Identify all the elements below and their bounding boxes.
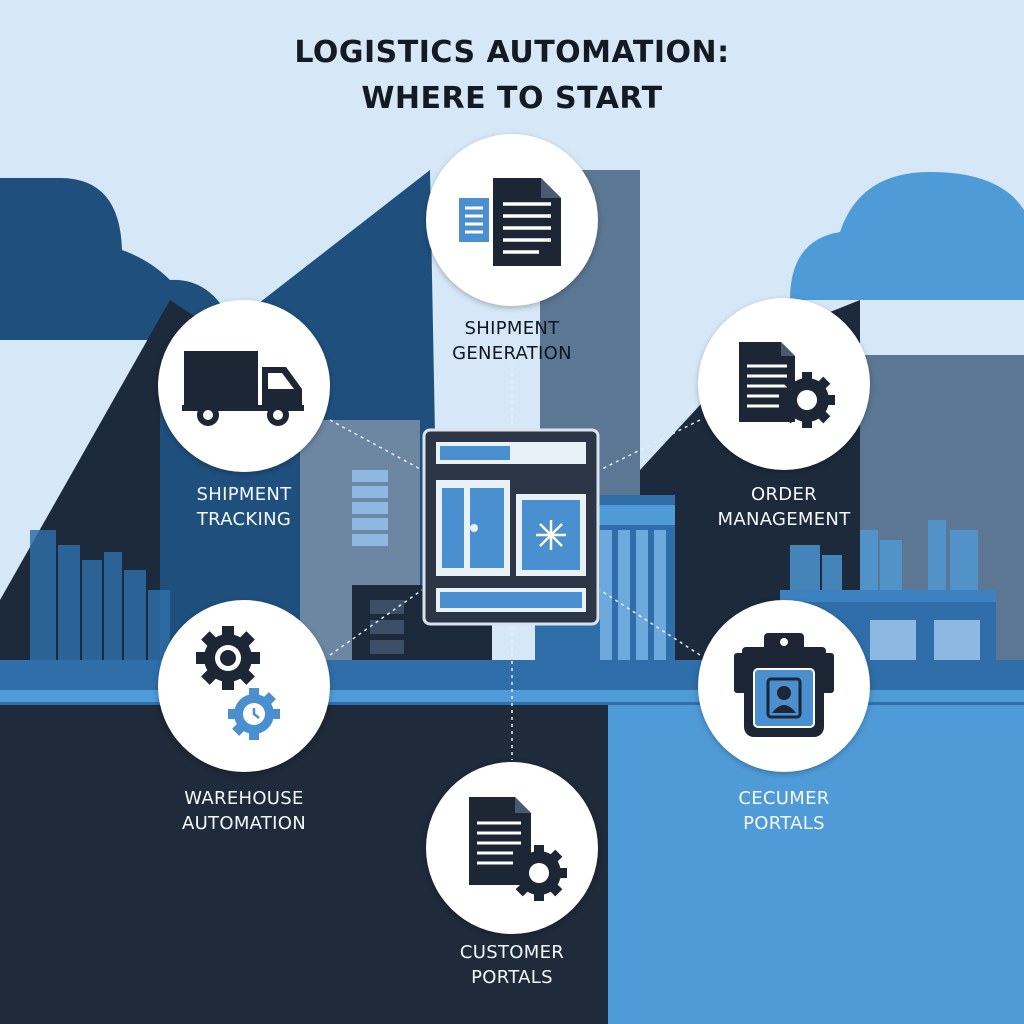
label-line: SHIPMENT: [196, 484, 292, 505]
label-line: WAREHOUSE: [184, 788, 304, 809]
node-cecumer-portals: [698, 600, 870, 772]
gears-icon: [196, 626, 280, 740]
label-line: TRACKING: [196, 509, 292, 530]
truck-icon: [182, 351, 304, 426]
node-shipment-generation: [426, 134, 598, 306]
node-warehouse-automation: [158, 600, 330, 772]
label-line: CUSTOMER: [459, 942, 565, 963]
label-line: ORDER: [751, 484, 817, 505]
skyline-right-shape: [790, 520, 978, 605]
label-line: MANAGEMENT: [717, 509, 851, 530]
document-gear-icon: [739, 342, 835, 428]
page-title-line2: WHERE TO START: [361, 81, 663, 116]
cloud-right-shape: [790, 172, 1024, 300]
label-order-management: ORDER MANAGEMENT: [674, 482, 894, 532]
label-line: SHIPMENT: [464, 318, 560, 339]
label-shipment-tracking: SHIPMENT TRACKING: [134, 482, 354, 532]
dashboard-icon: [422, 428, 600, 626]
document-icon: [459, 178, 561, 266]
central-dashboard: [422, 428, 600, 626]
label-cecumer-portals: CECUMER PORTALS: [674, 786, 894, 836]
label-customer-portals: CUSTOMER PORTALS: [402, 940, 622, 990]
node-customer-portals: [426, 762, 598, 934]
page-title-line1: LOGISTICS AUTOMATION:: [294, 35, 730, 70]
portal-badge-icon: [734, 633, 834, 737]
cloud-left-shape: [0, 178, 230, 340]
label-warehouse-automation: WAREHOUSE AUTOMATION: [134, 786, 354, 836]
window-stack-shape: [352, 470, 388, 546]
node-order-management: [698, 298, 870, 470]
document-gear-icon: [469, 797, 567, 901]
connector-lines: [329, 366, 701, 760]
label-line: PORTALS: [471, 967, 553, 988]
label-line: PORTALS: [743, 813, 825, 834]
label-line: AUTOMATION: [181, 813, 307, 834]
node-shipment-tracking: [158, 300, 330, 472]
label-shipment-generation: SHIPMENT GENERATION: [402, 316, 622, 366]
label-line: GENERATION: [452, 343, 572, 364]
skyline-left-shape: [30, 530, 170, 660]
label-line: CECUMER: [738, 788, 830, 809]
